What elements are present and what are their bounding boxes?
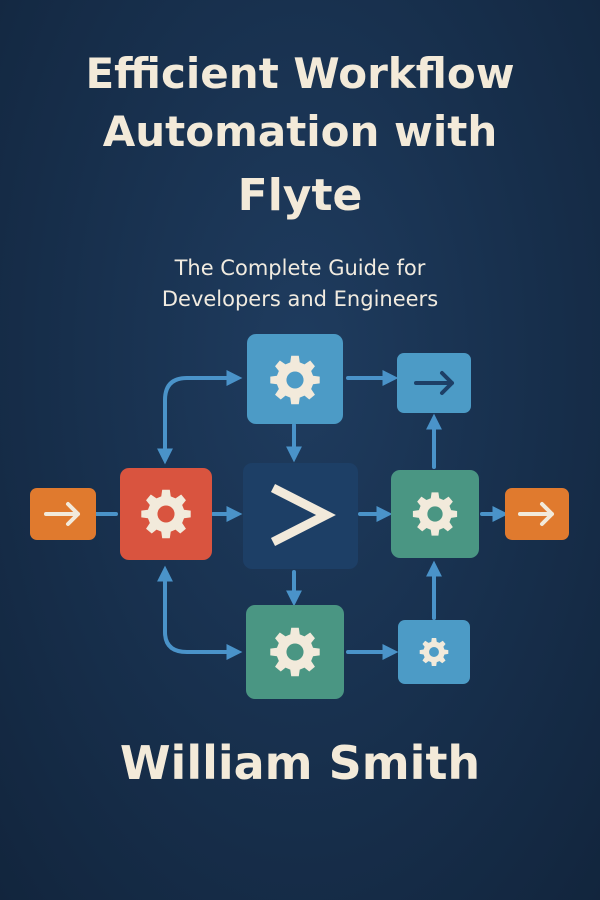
arrow-right-icon xyxy=(44,502,80,526)
top-gear-node xyxy=(247,334,343,424)
output-node xyxy=(505,488,569,540)
top-right-arrow-node xyxy=(397,353,471,413)
red-gear-node xyxy=(120,468,212,560)
arrow-right-icon xyxy=(414,371,454,395)
input-node xyxy=(30,488,96,540)
connector-red-to-bottom xyxy=(157,565,243,660)
bottom-right-gear-node xyxy=(398,620,470,684)
author-name: William Smith xyxy=(119,736,481,790)
terminal-prompt-icon xyxy=(270,483,336,547)
bottom-gear-node xyxy=(246,605,344,699)
subtitle-line-1: The Complete Guide for xyxy=(174,256,426,280)
subtitle-line-2: Developers and Engineers xyxy=(161,287,439,311)
right-gear-node xyxy=(391,470,479,558)
connector-red-to-top xyxy=(157,370,243,465)
center-prompt-node xyxy=(243,463,358,569)
arrow-right-icon xyxy=(518,502,554,526)
title-line-2: Automation with xyxy=(102,107,498,156)
title-line-3: Flyte xyxy=(237,170,363,221)
connector-lines xyxy=(94,370,509,660)
title-line-1: Efficient Workflow xyxy=(85,49,515,98)
